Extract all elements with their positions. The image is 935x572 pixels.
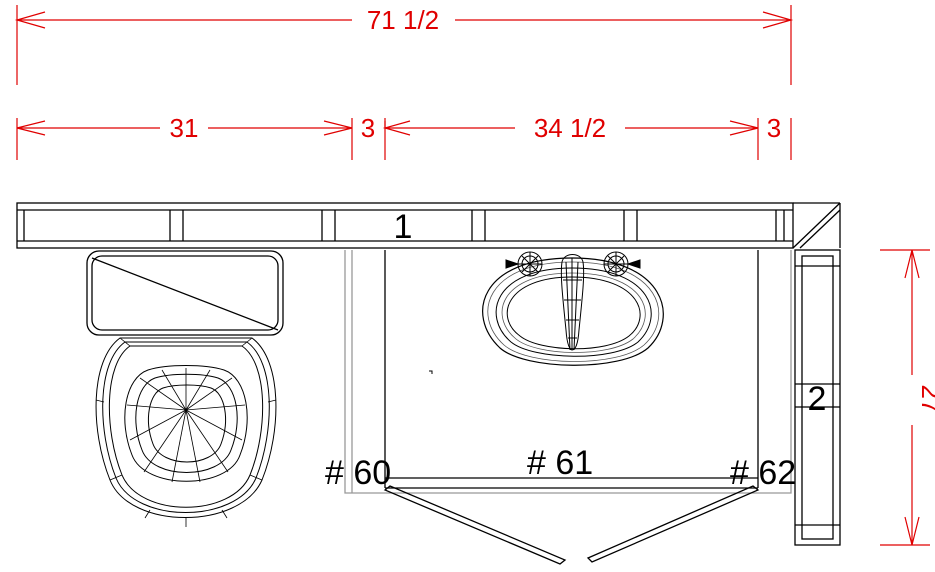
left-handle-icon — [505, 251, 543, 277]
toilet-tank — [86, 250, 284, 336]
backsplash — [16, 202, 841, 249]
toilet-bowl-icon — [95, 337, 277, 527]
backsplash-label: 1 — [394, 208, 413, 246]
sink-basin — [482, 257, 664, 366]
dimension-vanity-width: 34 1/2 — [534, 113, 606, 143]
cabinet-right-label: # 62 — [730, 454, 796, 492]
vanity-cabinet — [344, 250, 792, 565]
faucet-icon — [560, 254, 585, 351]
dimension-toilet-space: 31 — [170, 113, 199, 143]
dimension-overall: 71 1/2 — [367, 5, 439, 35]
cabinet-left-label: # 60 — [325, 454, 391, 492]
cabinet-center-label: # 61 — [527, 444, 593, 482]
dimension-filler-right: 3 — [767, 113, 781, 143]
side-splash-label: 2 — [808, 380, 827, 418]
dimension-filler-left: 3 — [361, 113, 375, 143]
dimension-depth: 27 — [916, 385, 935, 414]
side-splash — [794, 249, 841, 546]
right-handle-icon — [603, 251, 641, 277]
dimension-lines — [14, 5, 930, 546]
